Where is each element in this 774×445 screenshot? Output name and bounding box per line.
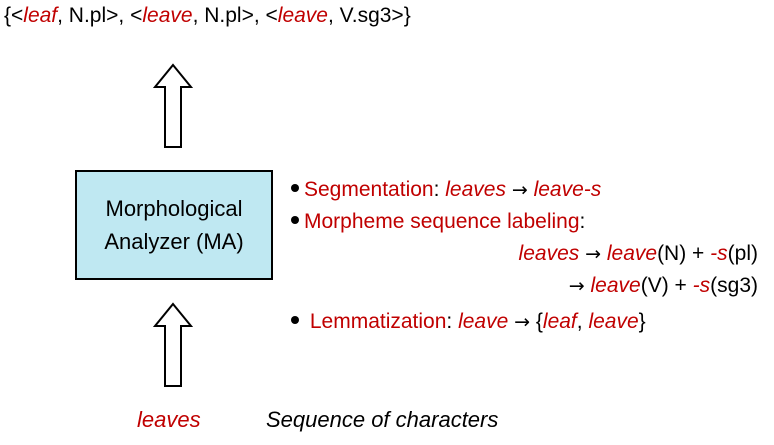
bullet-segmentation: Segmentation: leaves → leave-s <box>291 177 601 203</box>
output-analyses: {<leaf, N.pl>, <leave, N.pl>, <leave, V.… <box>4 4 411 28</box>
analyzer-label-line1: Morphological <box>105 196 243 221</box>
morphological-analyzer-box: Morphological Analyzer (MA) <box>75 170 273 280</box>
bullet-dot-icon <box>291 184 299 193</box>
segmentation-input: leaves <box>445 178 506 201</box>
lemmatization-colon: : <box>446 310 459 333</box>
labeling-row2-stem: leave <box>590 274 641 297</box>
labeling-row1-input: leaves <box>518 242 580 265</box>
lemmatization-arrow-icon: → <box>514 311 531 333</box>
analyzer-label-line2: Analyzer (MA) <box>104 229 244 254</box>
lemmatization-lemma2: leave <box>588 310 639 333</box>
labeling-row1-suffix: -s <box>710 242 728 265</box>
lemmatization-lemma1: leaf <box>542 310 577 333</box>
labeling-label: Morpheme sequence labeling <box>304 210 580 233</box>
output-item1-tag: , N.pl>, <box>57 4 131 27</box>
lemmatization-label: Lemmatization <box>309 310 447 333</box>
output-item2-tag: , N.pl>, <box>192 4 266 27</box>
bullet-dot-icon <box>291 316 299 325</box>
labeling-row-2: → leave(V) + -s(sg3) <box>569 273 758 299</box>
lemmatization-separator: , <box>576 310 589 333</box>
labeling-row2-arrow-icon: → <box>568 275 585 297</box>
output-open-brace: { <box>4 4 12 27</box>
labeling-row2-suffix: -s <box>692 274 711 297</box>
lemmatization-open-brace: { <box>535 310 543 333</box>
input-word: leaves <box>137 407 201 432</box>
output-item3-tag: , V.sg3>} <box>327 4 411 27</box>
segmentation-label: Segmentation <box>304 178 434 201</box>
labeling-row1-suffix-tag: (pl) <box>727 242 758 265</box>
output-item3-open: < <box>265 4 278 27</box>
output-item1-open: < <box>11 4 24 27</box>
labeling-row1-stem: leave <box>606 242 658 265</box>
lemmatization-close-brace: } <box>638 310 646 333</box>
labeling-row1-arrow-icon: → <box>585 243 602 265</box>
labeling-row2-suffix-tag: (sg3) <box>710 274 758 297</box>
segmentation-arrow-icon: → <box>511 179 528 201</box>
segmentation-result: leave-s <box>533 178 602 201</box>
labeling-row-1: leaves → leave(N) + -s(pl) <box>519 241 758 267</box>
lower-up-arrow-icon <box>153 302 193 387</box>
labeling-row1-tag: (N) + <box>657 242 711 265</box>
input-caption: Sequence of characters <box>266 407 499 432</box>
bullet-dot-icon <box>291 216 299 225</box>
output-item2-open: < <box>130 4 143 27</box>
upper-up-arrow-icon <box>153 63 193 148</box>
bullet-lemmatization: Lemmatization: leave → {leaf, leave} <box>291 309 646 335</box>
bullet-labeling: Morpheme sequence labeling: <box>291 209 585 235</box>
output-item1-lemma: leaf <box>23 4 58 27</box>
lemmatization-input: leave <box>458 310 509 333</box>
labeling-colon: : <box>579 210 586 233</box>
output-item2-lemma: leave <box>142 4 193 27</box>
output-item3-lemma: leave <box>277 4 328 27</box>
labeling-row2-tag: (V) + <box>640 274 693 297</box>
segmentation-colon: : <box>433 178 446 201</box>
